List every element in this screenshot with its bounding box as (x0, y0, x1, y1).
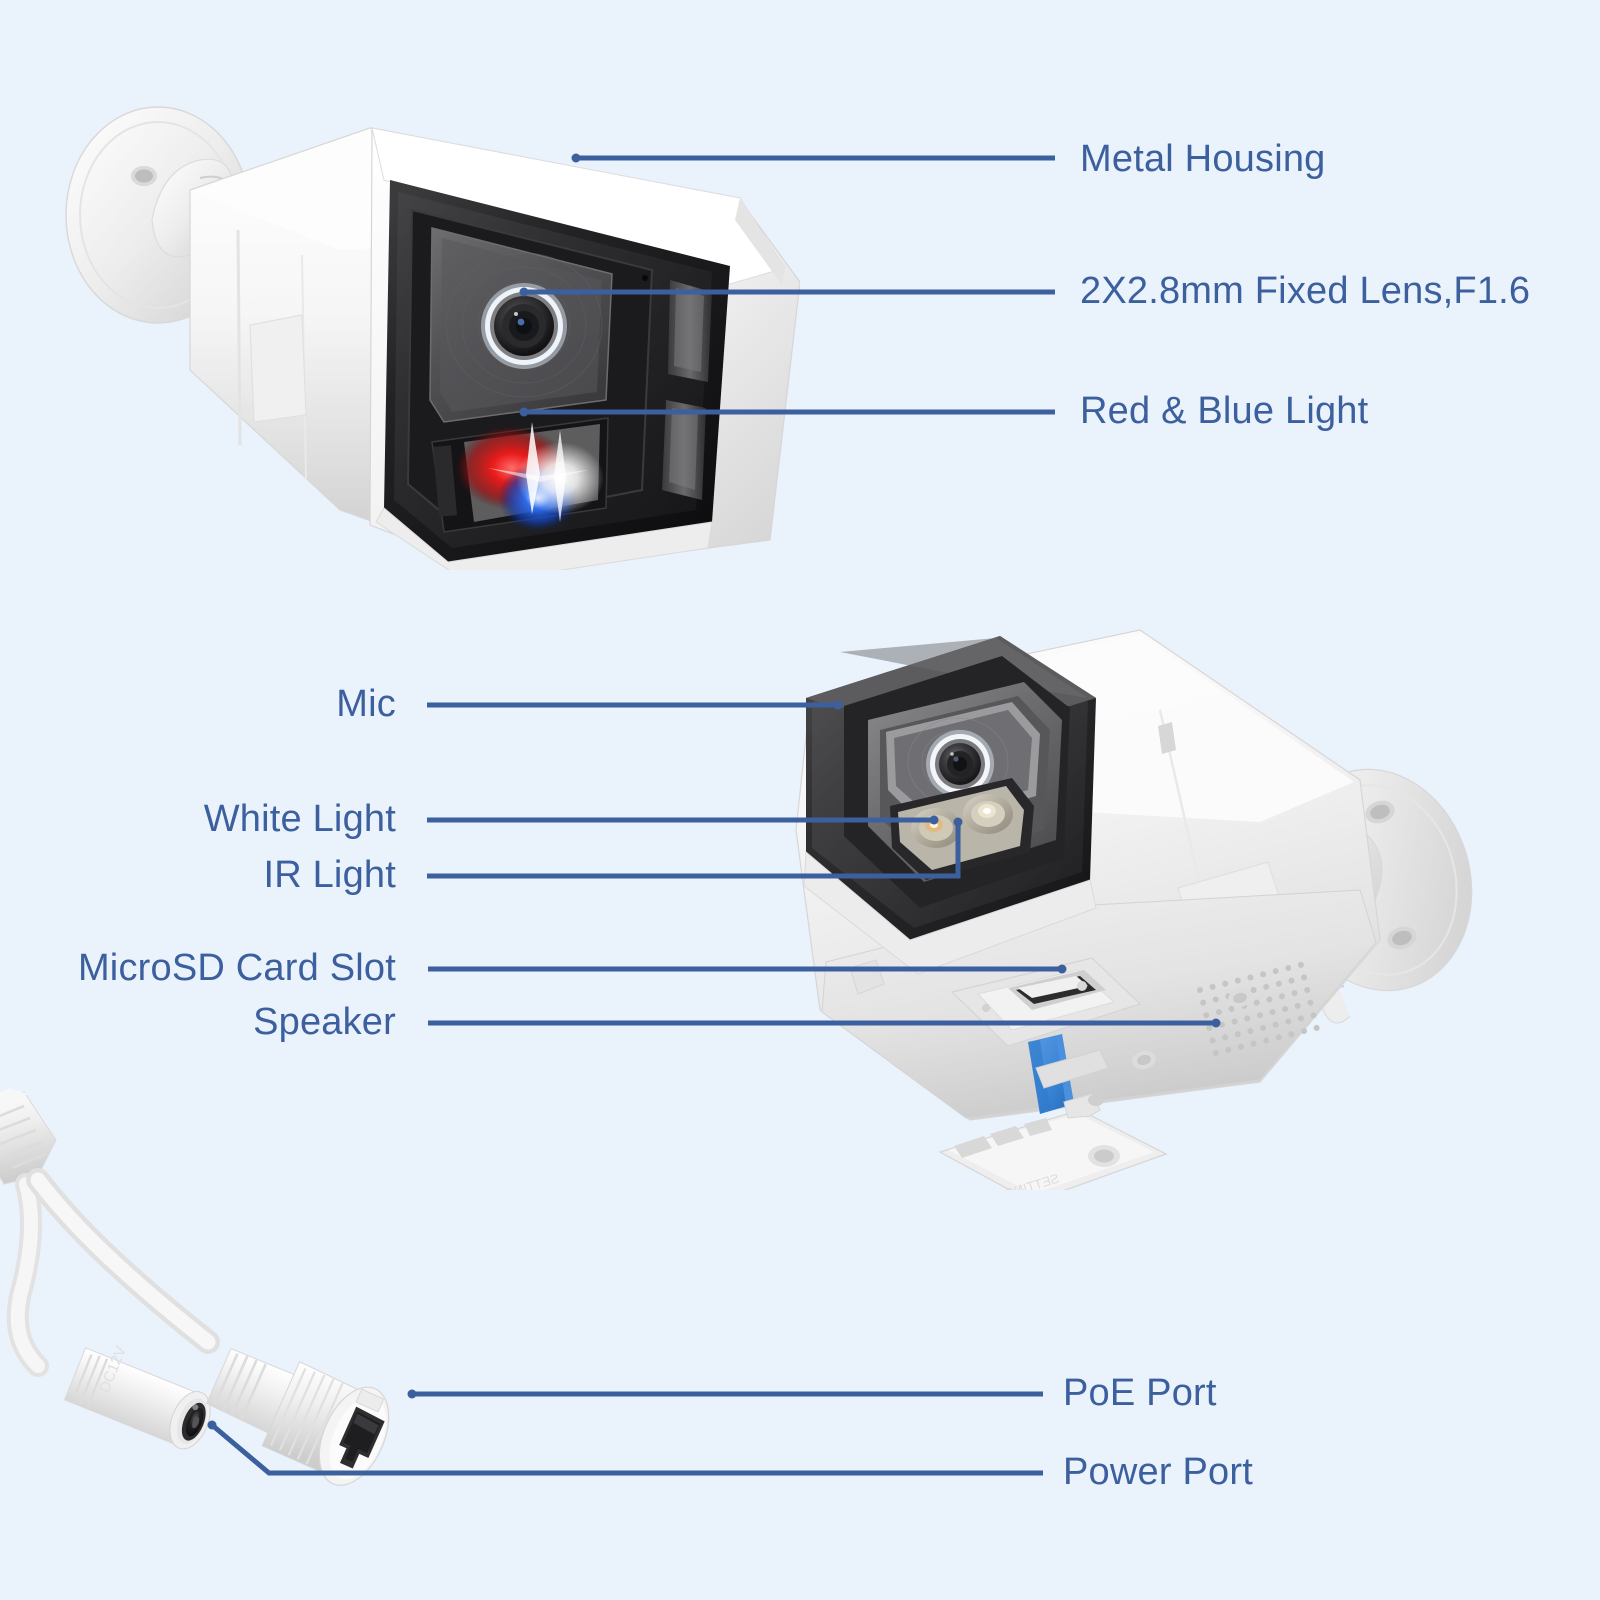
label-red-blue-light: Red & Blue Light (1080, 390, 1369, 432)
label-fixed-lens: 2X2.8mm Fixed Lens,F1.6 (1080, 270, 1531, 312)
label-white-light: White Light (203, 798, 396, 840)
camera-top-image (65, 106, 800, 570)
label-metal-housing: Metal Housing (1080, 138, 1326, 180)
label-speaker: Speaker (253, 1001, 396, 1043)
label-poe-port: PoE Port (1063, 1372, 1217, 1414)
label-power-port: Power Port (1063, 1451, 1253, 1493)
label-ir-light: IR Light (263, 854, 396, 896)
label-mic: Mic (336, 683, 396, 725)
speaker-grille (1197, 961, 1321, 1057)
cable-image: DC12V (0, 1088, 390, 1486)
camera-bottom-image: SETTING (795, 629, 1473, 1190)
label-microsd-card-slot: MicroSD Card Slot (77, 947, 396, 989)
